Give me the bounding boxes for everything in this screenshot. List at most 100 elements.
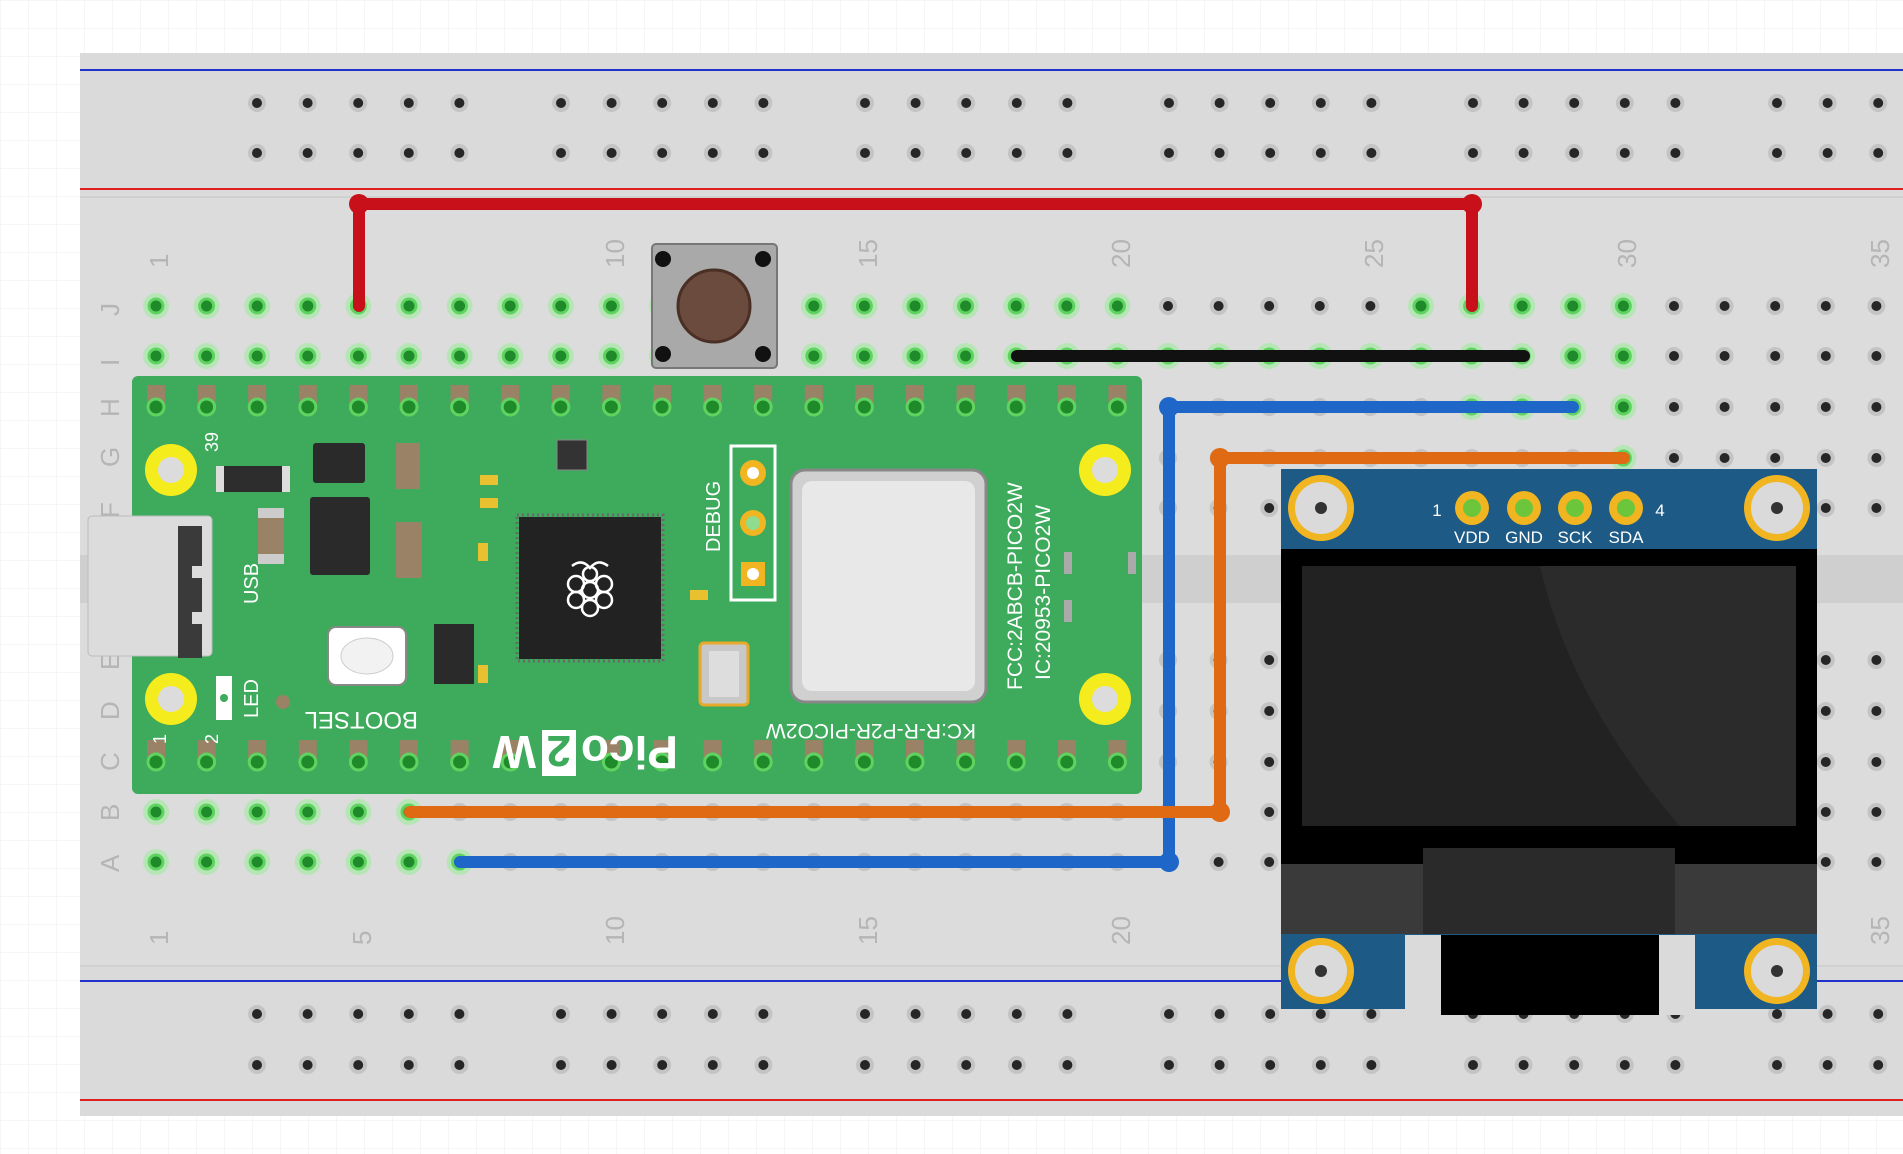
rail-hole[interactable] — [1160, 1005, 1178, 1023]
rail-hole[interactable] — [450, 94, 469, 112]
rail-hole[interactable] — [653, 1056, 672, 1074]
pico-pin[interactable] — [247, 397, 267, 417]
rail-hole[interactable] — [552, 144, 570, 162]
rail-hole[interactable] — [399, 94, 418, 112]
terminal-hole[interactable] — [1260, 853, 1279, 871]
rail-hole[interactable] — [856, 1005, 874, 1023]
terminal-hole[interactable] — [1816, 499, 1835, 517]
pico-pin[interactable] — [500, 752, 520, 772]
terminal-hole[interactable] — [299, 853, 317, 871]
terminal-hole[interactable] — [1260, 499, 1279, 517]
terminal-hole[interactable] — [1260, 753, 1279, 771]
terminal-hole[interactable] — [198, 803, 216, 821]
terminal-hole[interactable] — [1816, 398, 1835, 416]
terminal-hole[interactable] — [400, 297, 418, 315]
terminal-hole[interactable] — [1614, 398, 1632, 416]
terminal-hole[interactable] — [1715, 347, 1734, 365]
pico-pin[interactable] — [450, 752, 470, 772]
rail-hole[interactable] — [1869, 1056, 1888, 1074]
rail-hole[interactable] — [1615, 1056, 1634, 1074]
pico-pin[interactable] — [197, 397, 217, 417]
rail-hole[interactable] — [1362, 1056, 1381, 1074]
rail-hole[interactable] — [298, 94, 317, 112]
terminal-hole[interactable] — [299, 803, 317, 821]
rail-hole[interactable] — [1565, 1056, 1584, 1074]
pico-pin[interactable] — [652, 752, 672, 772]
pico-pin[interactable] — [1006, 752, 1026, 772]
rail-hole[interactable] — [906, 1005, 925, 1023]
pico-pin[interactable] — [854, 752, 874, 772]
rail-hole[interactable] — [1007, 1056, 1026, 1074]
pico-pin[interactable] — [247, 752, 267, 772]
terminal-hole[interactable] — [1513, 297, 1531, 315]
rail-hole[interactable] — [1768, 144, 1786, 162]
terminal-hole[interactable] — [248, 853, 266, 871]
terminal-hole[interactable] — [552, 297, 570, 315]
rail-hole[interactable] — [248, 144, 266, 162]
pico-pin[interactable] — [500, 397, 520, 417]
terminal-hole[interactable] — [1412, 297, 1430, 315]
pico-pin[interactable] — [905, 752, 925, 772]
pico-pin[interactable] — [1057, 397, 1077, 417]
terminal-hole[interactable] — [1816, 803, 1835, 821]
terminal-hole[interactable] — [1867, 803, 1886, 821]
terminal-hole[interactable] — [906, 347, 924, 365]
rail-hole[interactable] — [1311, 1005, 1330, 1023]
rail-hole[interactable] — [298, 1056, 317, 1074]
terminal-hole[interactable] — [1715, 398, 1734, 416]
rail-hole[interactable] — [1514, 94, 1533, 112]
terminal-hole[interactable] — [1715, 449, 1734, 467]
rail-hole[interactable] — [450, 1056, 469, 1074]
rail-hole[interactable] — [1261, 144, 1280, 162]
terminal-hole[interactable] — [1564, 347, 1582, 365]
terminal-hole[interactable] — [1816, 651, 1835, 669]
terminal-hole[interactable] — [1665, 449, 1683, 467]
terminal-hole[interactable] — [1665, 347, 1683, 365]
terminal-hole[interactable] — [906, 297, 924, 315]
rail-hole[interactable] — [1362, 94, 1381, 112]
pico-pin[interactable] — [804, 397, 824, 417]
rail-hole[interactable] — [248, 1005, 266, 1023]
rail-hole[interactable] — [1210, 1005, 1229, 1023]
rail-hole[interactable] — [653, 144, 672, 162]
terminal-hole[interactable] — [1665, 297, 1683, 315]
rail-hole[interactable] — [1768, 1056, 1786, 1074]
rail-hole[interactable] — [1666, 144, 1685, 162]
pico-pin[interactable] — [399, 397, 419, 417]
terminal-hole[interactable] — [855, 347, 873, 365]
rail-hole[interactable] — [248, 94, 266, 112]
rail-hole[interactable] — [1261, 1005, 1280, 1023]
terminal-hole[interactable] — [602, 347, 620, 365]
terminal-hole[interactable] — [1867, 651, 1886, 669]
terminal-hole[interactable] — [1260, 297, 1279, 315]
rail-hole[interactable] — [602, 144, 621, 162]
pico-pin[interactable] — [298, 752, 318, 772]
terminal-hole[interactable] — [349, 803, 367, 821]
terminal-hole[interactable] — [349, 853, 367, 871]
rail-hole[interactable] — [856, 144, 874, 162]
pico-pin[interactable] — [703, 397, 723, 417]
rail-hole[interactable] — [1818, 1005, 1837, 1023]
terminal-hole[interactable] — [147, 347, 165, 365]
terminal-hole[interactable] — [198, 853, 216, 871]
terminal-hole[interactable] — [147, 297, 165, 315]
terminal-hole[interactable] — [1867, 449, 1886, 467]
rail-hole[interactable] — [1768, 94, 1786, 112]
power-wire[interactable] — [353, 198, 1478, 312]
rail-hole[interactable] — [1160, 144, 1178, 162]
terminal-hole[interactable] — [1209, 297, 1228, 315]
terminal-hole[interactable] — [1816, 297, 1835, 315]
rail-hole[interactable] — [906, 94, 925, 112]
sck-wire[interactable] — [454, 401, 1579, 868]
rail-hole[interactable] — [1058, 144, 1077, 162]
pico-pin[interactable] — [956, 752, 976, 772]
pico-pin[interactable] — [905, 397, 925, 417]
rail-hole[interactable] — [349, 1056, 368, 1074]
terminal-hole[interactable] — [451, 347, 469, 365]
terminal-hole[interactable] — [198, 297, 216, 315]
rail-hole[interactable] — [1514, 144, 1533, 162]
pico-pin[interactable] — [854, 397, 874, 417]
rail-hole[interactable] — [1210, 94, 1229, 112]
rail-hole[interactable] — [1058, 1056, 1077, 1074]
rail-hole[interactable] — [1058, 1005, 1077, 1023]
